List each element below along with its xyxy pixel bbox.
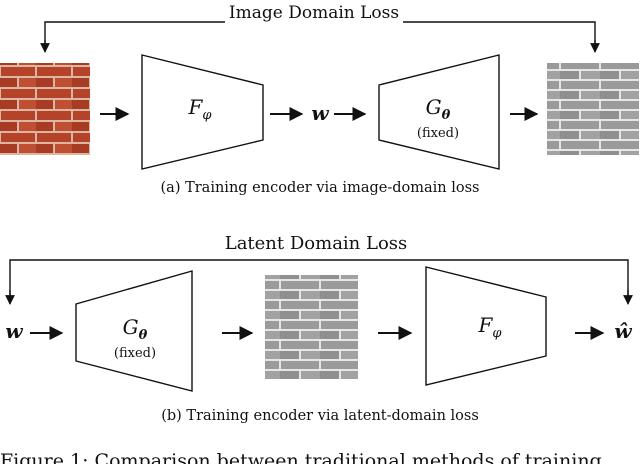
figure-caption-partial: Figure 1: Comparison between traditional… bbox=[0, 450, 602, 464]
encoder-block-b bbox=[425, 266, 547, 386]
latent-w-input: w bbox=[5, 319, 23, 343]
gray-brick-texture-output bbox=[547, 63, 639, 155]
generator-fixed-note: (fixed) bbox=[417, 126, 459, 141]
latent-loss-loop bbox=[9, 259, 629, 300]
latent-loss-label: Latent Domain Loss bbox=[225, 233, 408, 254]
panel-b: Latent Domain Loss w Gθ (fixed) Fφ ŵ (b)… bbox=[5, 231, 633, 424]
encoder-label-b: Fφ bbox=[478, 313, 503, 341]
encoder-label: Fφ bbox=[188, 95, 213, 123]
encoder-block bbox=[141, 54, 264, 170]
caption-b: (b) Training encoder via latent-domain l… bbox=[161, 408, 479, 424]
caption-a: (a) Training encoder via image-domain lo… bbox=[161, 180, 480, 196]
image-loss-label: Image Domain Loss bbox=[229, 3, 399, 23]
red-brick-texture bbox=[0, 63, 90, 155]
latent-w-hat: ŵ bbox=[614, 319, 632, 343]
generator-fixed-note-b: (fixed) bbox=[114, 346, 156, 361]
image-loss-loop bbox=[44, 21, 596, 49]
panel-a: Image Domain Loss Fφ w Gθ (fixed) (a) Tr… bbox=[0, 2, 639, 196]
generator-label: Gθ bbox=[426, 95, 451, 123]
generator-block bbox=[378, 54, 500, 170]
generator-label-b: Gθ bbox=[123, 315, 148, 343]
gray-brick-texture-middle bbox=[265, 275, 358, 379]
generator-block-b bbox=[75, 270, 193, 392]
latent-w: w bbox=[311, 101, 329, 125]
